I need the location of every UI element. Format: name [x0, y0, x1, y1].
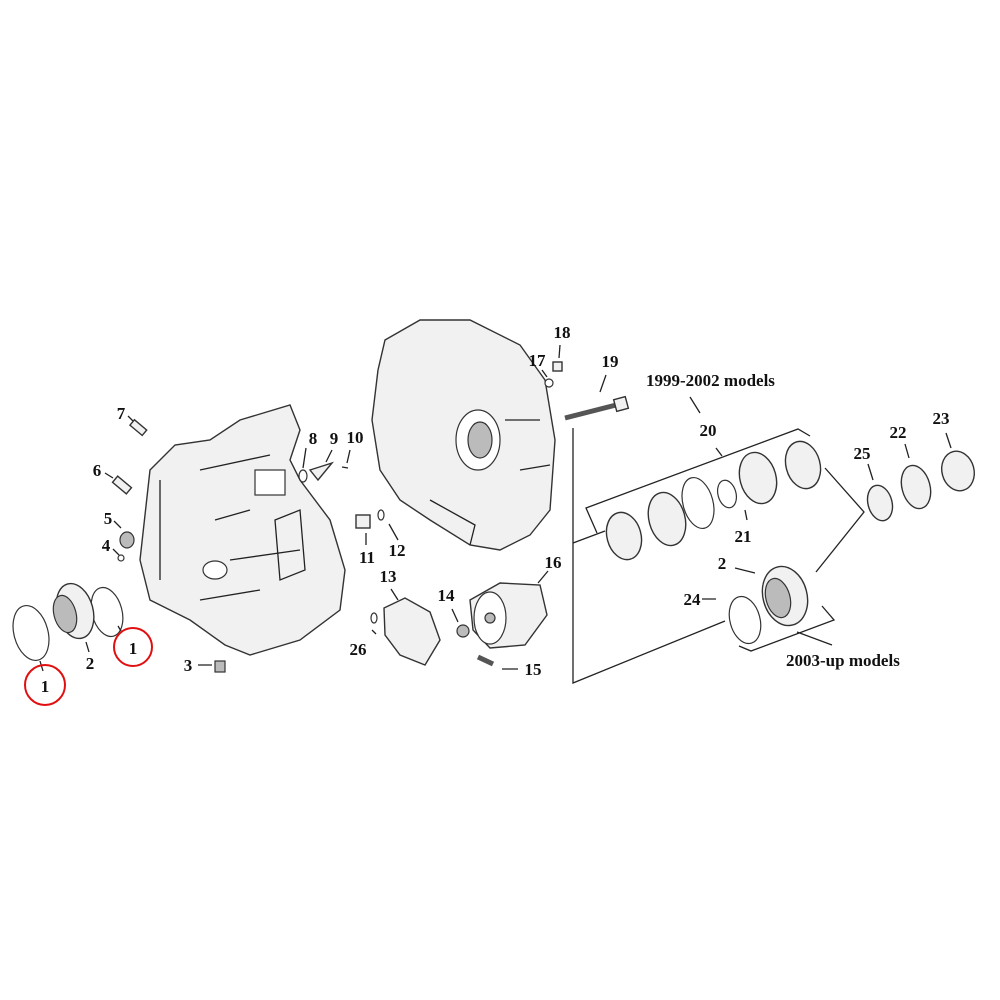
caption-1999-2002-models: 1999-2002 models — [646, 371, 775, 390]
callout-10: 10 — [347, 428, 364, 447]
small-parts — [12, 361, 630, 673]
highlight-circle — [24, 664, 66, 706]
callout-19: 19 — [602, 352, 619, 371]
caption-2003-up-models: 2003-up models — [786, 651, 900, 670]
callout-2: 2 — [718, 554, 727, 573]
callout-11: 11 — [359, 548, 375, 567]
callout-5: 5 — [104, 509, 113, 528]
seal-parts — [866, 450, 975, 522]
callout-23: 23 — [933, 409, 950, 428]
callout-16: 16 — [545, 553, 562, 572]
callout-7: 7 — [117, 404, 126, 423]
callout-12: 12 — [389, 541, 406, 560]
highlight-circle — [113, 627, 153, 667]
callout-3: 3 — [184, 656, 193, 675]
callout-17: 17 — [529, 351, 547, 370]
callout-21: 21 — [735, 527, 752, 546]
bearing-set-late — [728, 565, 809, 645]
callout-1: 1 — [129, 639, 138, 658]
callout-14: 14 — [438, 586, 456, 605]
left-crankcase — [139, 404, 346, 656]
callout-8: 8 — [309, 429, 318, 448]
callout-18: 18 — [554, 323, 571, 342]
callout-2: 2 — [86, 654, 95, 673]
callout-24: 24 — [684, 590, 702, 609]
callout-25: 25 — [854, 444, 871, 463]
callout-9: 9 — [330, 429, 339, 448]
callout-20: 20 — [700, 421, 717, 440]
callout-6: 6 — [93, 461, 102, 480]
callout-22: 22 — [890, 423, 907, 442]
callout-4: 4 — [102, 536, 111, 555]
callout-15: 15 — [525, 660, 542, 679]
callout-13: 13 — [380, 567, 397, 586]
bearing-set-early — [605, 440, 822, 561]
callout-labels: 1 1 2 3 4 5 6 7 8 9 10 11 12 13 14 15 16… — [24, 323, 950, 706]
callout-1: 1 — [41, 677, 50, 696]
right-crankcase — [371, 319, 556, 551]
callout-26: 26 — [350, 640, 367, 659]
